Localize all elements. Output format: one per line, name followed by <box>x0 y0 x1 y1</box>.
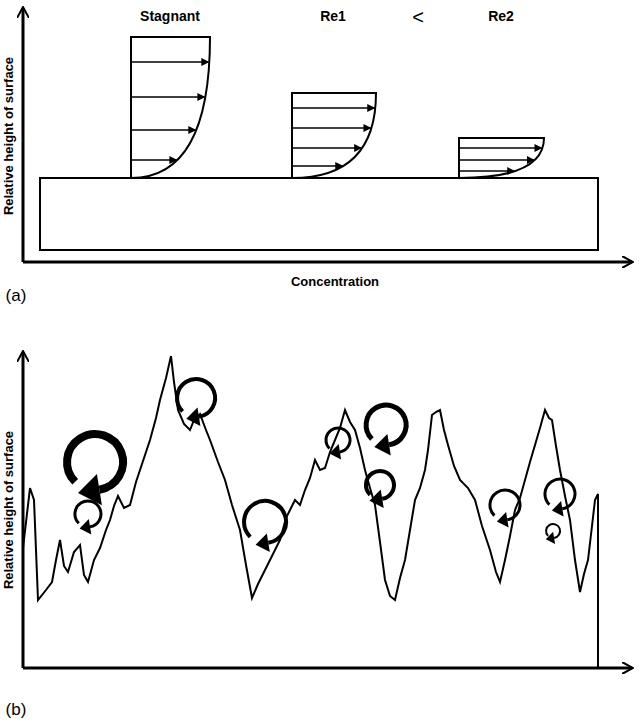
eddy-head <box>329 444 341 460</box>
profile-label: Re1 <box>320 9 346 24</box>
velocity-arrow <box>131 159 176 161</box>
velocity-arrow <box>459 159 534 161</box>
axes-b <box>23 352 632 668</box>
surface-block <box>40 178 598 250</box>
eddies <box>67 379 575 552</box>
eddy-head <box>497 512 509 527</box>
axis-label: Relative height of surface <box>2 431 16 589</box>
axis-label: Relative height of surface <box>2 57 16 215</box>
panel-label: (b) <box>6 701 27 720</box>
velocity-arrow <box>292 165 342 167</box>
eddy-head <box>546 532 555 544</box>
velocity-arrow <box>459 147 541 149</box>
eddy-head <box>374 434 391 456</box>
velocity-profiles <box>131 37 544 178</box>
velocity-arrow <box>131 61 208 63</box>
eddy-head <box>552 501 564 516</box>
rough-surface <box>23 356 598 668</box>
velocity-arrow <box>459 170 514 172</box>
panel-label: (a) <box>6 287 27 306</box>
profile-outline <box>292 93 376 178</box>
velocity-arrow <box>292 147 361 149</box>
velocity-arrow <box>292 127 370 129</box>
axis-label: Concentration <box>291 275 379 289</box>
axes-a <box>23 8 632 262</box>
eddy-head <box>370 490 384 509</box>
velocity-arrow <box>131 129 195 131</box>
profile-outline <box>131 37 210 178</box>
velocity-arrow <box>292 107 374 109</box>
profile-label: Stagnant <box>140 9 200 24</box>
eddy-head <box>80 519 92 534</box>
eddy-head <box>186 408 200 427</box>
eddy-head <box>256 534 270 553</box>
velocity-arrow <box>131 96 204 98</box>
profile-label: Re2 <box>488 9 514 24</box>
comparison-sign: < <box>412 6 424 28</box>
profile-outline <box>459 138 544 178</box>
